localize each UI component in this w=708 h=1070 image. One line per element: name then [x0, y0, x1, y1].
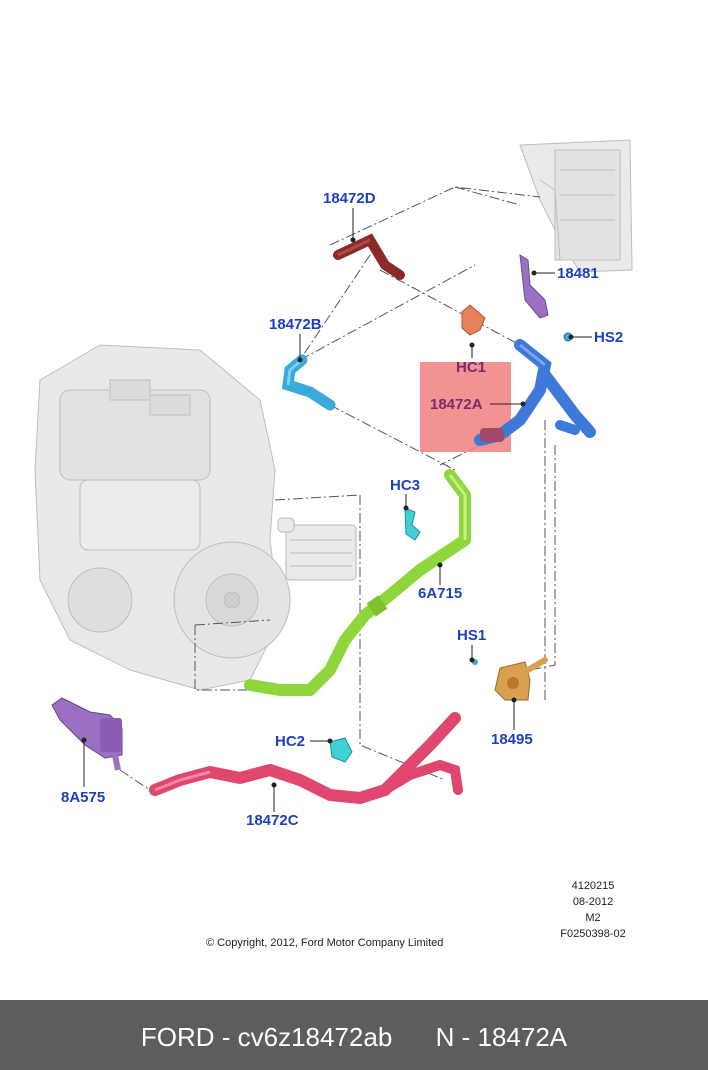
- clip-HC2: [329, 737, 353, 763]
- clip-HC1: [461, 304, 486, 336]
- hose-18472D: [333, 233, 405, 280]
- hose-18472A: [474, 339, 596, 446]
- callout-18495: 18495: [491, 731, 533, 748]
- meta-line-1: 4120215: [571, 880, 615, 892]
- callout-HC2: HC2: [275, 733, 306, 750]
- callout-dots: [81, 237, 574, 788]
- callout-18472A: 18472A: [430, 396, 483, 413]
- footer-part-label: FORD - cv6z18472ab N - 18472A: [140, 1022, 568, 1052]
- callout-18472B: 18472B: [269, 316, 322, 333]
- callout-18472C: 18472C: [246, 812, 299, 829]
- callout-HS1: HS1: [457, 627, 487, 644]
- footer-bar: FORD - cv6z18472ab N - 18472A: [0, 1000, 708, 1070]
- callout-HS2: HS2: [594, 329, 624, 346]
- hose-18472B: [281, 354, 336, 411]
- valve-18495: [494, 657, 548, 701]
- parts-diagram: [34, 139, 633, 812]
- bracket-18481: [519, 254, 549, 319]
- callout-HC1: HC1: [456, 359, 487, 376]
- meta-line-2: 08-2012: [572, 896, 614, 908]
- callout-HC3: HC3: [390, 477, 421, 494]
- oil-cooler-illustration: [277, 517, 357, 581]
- clip-HC3: [404, 507, 421, 541]
- engine-illustration: [34, 344, 291, 691]
- hose-6A715: [244, 469, 471, 696]
- callout-18481: 18481: [557, 265, 599, 282]
- meta-line-4: F0250398-02: [560, 928, 626, 940]
- callout-leaders: [83, 208, 592, 812]
- component-8A575: [51, 697, 123, 771]
- callout-6A715: 6A715: [418, 585, 463, 602]
- callout-18472D: 18472D: [323, 190, 376, 207]
- heater-core-illustration: [519, 139, 633, 273]
- meta-line-3: M2: [585, 912, 601, 924]
- callout-8A575: 8A575: [61, 789, 106, 806]
- copyright-text: © Copyright, 2012, Ford Motor Company Li…: [206, 937, 444, 949]
- hose-18472C: [149, 712, 463, 804]
